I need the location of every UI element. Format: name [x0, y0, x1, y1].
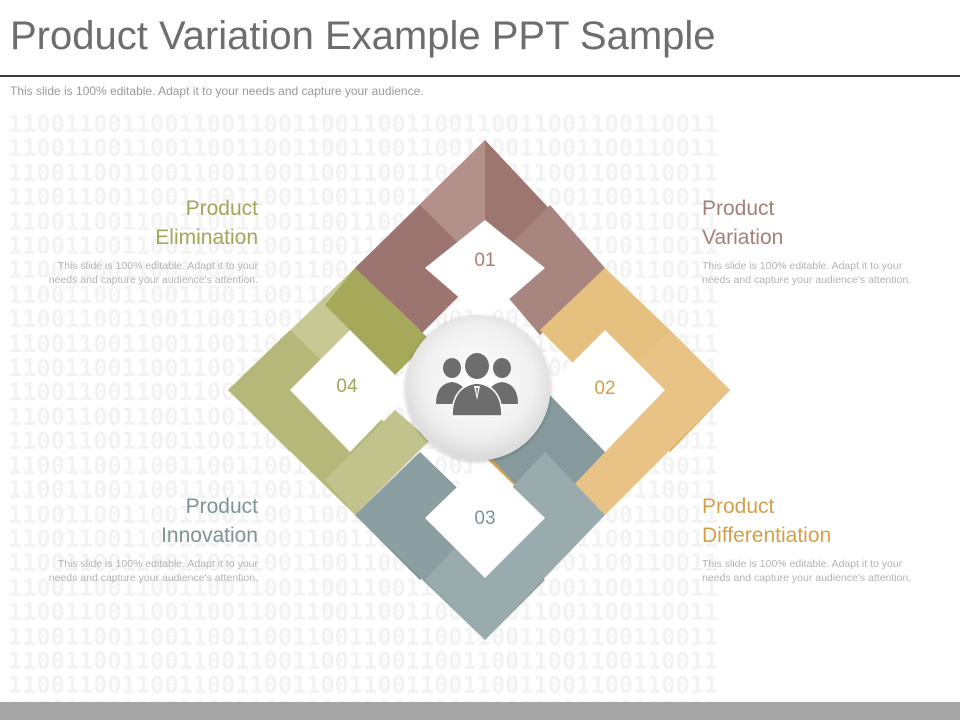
slide-subtitle: This slide is 100% editable. Adapt it to…	[10, 84, 424, 98]
item-number-04: 04	[336, 376, 358, 397]
item-03-title-line2: Innovation	[161, 524, 258, 547]
frame-04-upper-right-arm	[325, 268, 430, 375]
item-03-title: Product Innovation	[58, 492, 258, 550]
item-03-title-line1: Product	[185, 495, 258, 518]
frame-04-lower-right-arm	[325, 410, 430, 515]
frame-02-window	[545, 330, 665, 452]
item-number-03: 03	[474, 508, 496, 529]
item-number-01: 01	[474, 250, 496, 271]
frame-03-window	[425, 460, 545, 578]
item-04-title-line1: Product	[185, 197, 258, 220]
item-04-description: This slide is 100% editable. Adapt it to…	[48, 260, 258, 286]
frame-01	[355, 140, 605, 335]
frame-04	[228, 268, 430, 515]
item-02-description: This slide is 100% editable. Adapt it to…	[702, 558, 912, 584]
frame-02-lower-right-arm	[545, 330, 730, 515]
item-03-description: This slide is 100% editable. Adapt it to…	[48, 558, 258, 584]
frame-01-window	[425, 220, 545, 320]
title-divider	[0, 75, 960, 77]
item-02-title-line1: Product	[702, 495, 775, 518]
slide-title: Product Variation Example PPT Sample	[10, 14, 716, 58]
item-01-title-line1: Product	[702, 197, 775, 220]
item-02-title: Product Differentiation	[702, 492, 831, 550]
item-04-title: Product Elimination	[58, 194, 258, 252]
item-01-description: This slide is 100% editable. Adapt it to…	[702, 260, 912, 286]
item-number-02: 02	[594, 378, 616, 399]
frame-04-window	[290, 330, 410, 452]
item-04-title-line2: Elimination	[155, 226, 258, 249]
item-01-title-line2: Variation	[702, 226, 784, 249]
item-01-title: Product Variation	[702, 194, 783, 252]
item-02-title-line2: Differentiation	[702, 524, 832, 547]
frame-01-lower-right-arm	[485, 205, 605, 335]
team-icon	[436, 353, 518, 417]
frame-01-lower-left-arm	[355, 205, 485, 335]
footer-bar	[0, 702, 960, 720]
